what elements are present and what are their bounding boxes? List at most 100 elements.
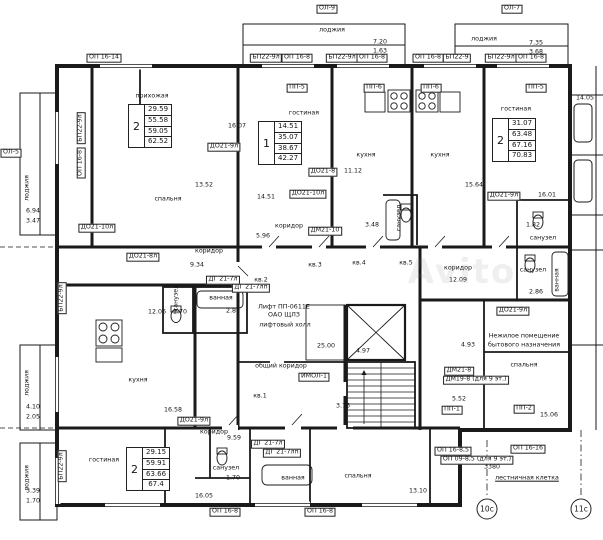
plan-label: БП22-9л bbox=[484, 53, 518, 63]
plan-label: ДМ21-10 bbox=[308, 226, 342, 236]
plan-label: ОП 16-8 bbox=[412, 53, 444, 63]
plan-label: гостиная bbox=[500, 105, 532, 113]
door-leaves bbox=[228, 235, 510, 426]
axis-bubble: 10с bbox=[476, 498, 498, 520]
plan-label: ванная bbox=[553, 268, 561, 292]
plan-label: 3380 bbox=[483, 463, 501, 471]
plan-label: коридор bbox=[195, 247, 223, 255]
plan-label: кв.1 bbox=[253, 392, 267, 400]
plan-label: БП22-9л bbox=[57, 281, 67, 315]
plan-label: лоджия bbox=[23, 370, 31, 396]
plan-label: гостиная bbox=[88, 456, 120, 464]
plan-label: 14.51 bbox=[256, 193, 276, 201]
plan-label: 4.10 bbox=[25, 403, 41, 411]
plan-label: кухня bbox=[356, 151, 376, 159]
plan-label: 1.82 bbox=[525, 221, 541, 229]
plan-label: ОЛ-7 bbox=[501, 4, 523, 14]
plan-label: 2.86 bbox=[528, 288, 544, 296]
plan-label: ОЛ-5 bbox=[0, 148, 22, 158]
plan-label: 1.70 bbox=[25, 497, 41, 505]
plan-label: 7.35 bbox=[528, 39, 544, 47]
plan-label: 1.63 bbox=[372, 47, 388, 55]
area-value: 29.15 bbox=[143, 448, 170, 459]
plan-label: 2.05 bbox=[25, 413, 41, 421]
area-value: 38.67 bbox=[275, 144, 302, 155]
plan-label: коридор bbox=[275, 222, 303, 230]
area-value: 42.27 bbox=[278, 154, 299, 163]
plumbing-fixtures bbox=[95, 89, 569, 486]
area-value: 14.51 bbox=[275, 122, 302, 133]
area-value: 35.07 bbox=[275, 133, 302, 144]
plan-label: ДО21-9л bbox=[496, 306, 530, 316]
windows bbox=[53, 62, 549, 509]
plan-label: ванная bbox=[209, 294, 233, 302]
area-value: 55.58 bbox=[145, 116, 172, 127]
plan-label: ОП 16-8 bbox=[515, 53, 547, 63]
plan-label: 5.52 bbox=[451, 395, 467, 403]
plan-label: БП22-9л bbox=[325, 53, 359, 63]
plan-label: 3.39 bbox=[25, 487, 41, 495]
plan-label: ОП 16-8 bbox=[281, 53, 313, 63]
plan-label: 16.01 bbox=[537, 191, 557, 199]
plan-label: гостиная bbox=[288, 109, 320, 117]
plan-label: ОП 16-8 bbox=[209, 507, 241, 517]
elevator-shaft bbox=[305, 303, 407, 362]
plan-label: прихожая bbox=[135, 92, 169, 100]
plan-label: ДО21-10л bbox=[78, 223, 116, 233]
area-value: 31.07 bbox=[509, 119, 536, 130]
plan-label: 11.12 bbox=[343, 167, 363, 175]
plan-label: ПП-6 bbox=[363, 83, 385, 93]
plan-label: 12.06 bbox=[147, 308, 167, 316]
area-value: 59.05 bbox=[145, 127, 172, 138]
plan-label: ОЛ-9 bbox=[316, 4, 338, 14]
plan-label: ОП 16-14 bbox=[86, 53, 122, 63]
staircase bbox=[346, 361, 416, 429]
plan-label: коридор bbox=[200, 428, 228, 436]
plan-label: общий коридор bbox=[255, 362, 307, 370]
plan-label: кв.3 bbox=[308, 261, 322, 269]
plan-label: БП22-9л bbox=[249, 53, 283, 63]
plan-label: 25.00 bbox=[316, 342, 336, 350]
area-value: 62.52 bbox=[148, 137, 169, 146]
plan-label: 12.09 bbox=[448, 276, 468, 284]
plan-label: лестничная клетка bbox=[495, 474, 559, 482]
room-count: 2 bbox=[493, 119, 509, 162]
right-annex bbox=[570, 66, 603, 430]
plan-label: ДГ 21-7лп bbox=[262, 448, 302, 458]
plan-label: 3.47 bbox=[25, 217, 41, 225]
plan-label: 1.70 bbox=[172, 308, 188, 316]
plan-label: 15.64 bbox=[464, 181, 484, 189]
plan-label: 3.48 bbox=[364, 221, 380, 229]
plan-label: ванная bbox=[281, 474, 305, 482]
area-value: 29.59 bbox=[145, 105, 172, 116]
plan-label: ДО21-10л bbox=[289, 189, 327, 199]
plan-label: ОП 16-16 bbox=[510, 444, 546, 454]
room-count: 1 bbox=[259, 122, 275, 165]
plan-label: ОП 16-8 bbox=[76, 147, 86, 179]
plan-label: 14.05 bbox=[575, 94, 595, 102]
plan-label: БП22-9 bbox=[442, 53, 472, 63]
plan-label: 16.07 bbox=[227, 122, 247, 130]
plan-label: Нежилое помещение bbox=[488, 332, 560, 340]
plan-label: 13.52 bbox=[194, 181, 214, 189]
plan-label: 4.97 bbox=[355, 347, 371, 355]
plan-label: санузел bbox=[519, 266, 547, 274]
room-count: 2 bbox=[129, 105, 145, 148]
plan-label: ДГ 21-7лп bbox=[231, 283, 271, 293]
plan-label: 9.34 bbox=[189, 261, 205, 269]
plan-label: ПП-1 bbox=[441, 405, 463, 415]
plan-label: спальня bbox=[154, 195, 182, 203]
plan-label: 3.68 bbox=[528, 48, 544, 56]
area-value: 70.83 bbox=[512, 151, 533, 160]
area-value: 63.66 bbox=[143, 470, 170, 481]
plan-label: 13.10 bbox=[408, 487, 428, 495]
plan-label: ОП 16-8 bbox=[356, 53, 388, 63]
plan-label: 2.89 bbox=[225, 307, 241, 315]
plan-label: Лифт ПП-0611Е bbox=[258, 303, 310, 311]
